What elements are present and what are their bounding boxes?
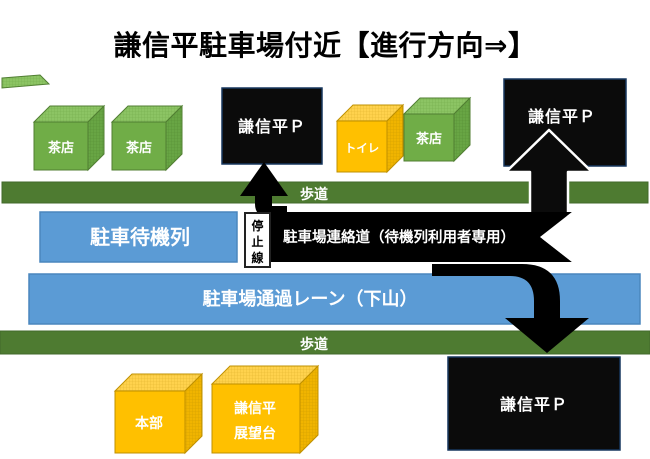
connector-road-label: 駐車場連絡道（待機列利用者専用） [283,228,515,246]
observatory-front [211,383,301,454]
stop-line-char-2: 止 [251,234,263,249]
center-arrow-head [240,162,288,196]
sidewalk-bottom-label: 歩道 [300,336,328,352]
parking-bottom-right-label: 謙信平Ｐ [500,395,568,414]
teahouse3-front [403,113,455,162]
observatory-cube: 謙信平 展望台 [210,364,320,455]
teahouse1-front [33,121,89,171]
center-arrow-hook [255,196,287,217]
observatory-label-line1: 謙信平 [234,400,276,416]
waiting-queue-label: 駐車待機列 [90,225,190,249]
partial-teahouse-roof [1,74,51,89]
observatory-label-line2: 展望台 [234,425,276,441]
waiting-queue-bar [39,211,238,263]
sidewalk-top-bar [1,181,649,204]
connector-road-band [268,212,572,262]
teahouse1-cube: 茶店 [32,104,106,172]
headquarters-cube: 本部 [113,372,204,455]
teahouse3-cube: 茶店 [402,96,472,163]
down-route-arrowhead [505,318,589,353]
down-route-path [432,264,560,320]
teahouse2-label: 茶店 [126,140,152,155]
parking-box-bottom-right [447,356,621,451]
toilet-cube: トイレ [335,103,405,174]
connector-band-notch [540,212,572,262]
parking-top-center-label: 謙信平Ｐ [238,117,306,136]
teahouse2-front [111,121,167,171]
parking-top-right-label: 謙信平Ｐ [528,107,596,126]
stop-line-char-1: 停 [251,218,263,233]
diagram-title: 謙信平駐車場付近【進行方向⇒】 [113,30,537,61]
sidewalk-top-label: 歩道 [300,186,328,202]
toilet-front [336,120,388,173]
teahouse1-label: 茶店 [48,140,74,155]
stop-line-label-box [244,212,271,268]
parking-box-top-center [221,87,323,165]
teahouse2-cube: 茶店 [110,104,184,172]
stop-line-char-3: 線 [251,250,263,265]
pass-lane-label: 駐車場通過レーン（下山） [202,288,417,309]
sidewalk-bottom-bar [0,330,650,355]
teahouse3-label: 茶店 [416,131,442,146]
headquarters-front [114,390,186,454]
toilet-label: トイレ [345,142,380,155]
headquarters-label: 本部 [135,415,163,431]
